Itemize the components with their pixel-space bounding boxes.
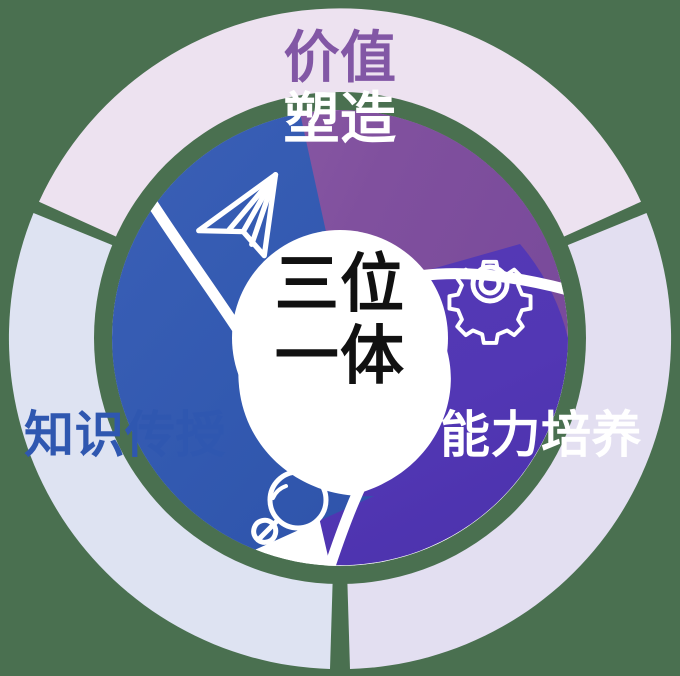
gear-icon bbox=[447, 259, 533, 345]
separator-blue-deep bbox=[324, 402, 418, 566]
paper-plane-icon bbox=[196, 172, 279, 259]
inner-arm-deep-purple-main bbox=[315, 244, 568, 566]
separator-purple-blue bbox=[144, 194, 306, 450]
inner-pinwheel-group bbox=[112, 110, 568, 566]
magnifier-icon bbox=[251, 469, 329, 545]
center-disc bbox=[232, 230, 448, 446]
